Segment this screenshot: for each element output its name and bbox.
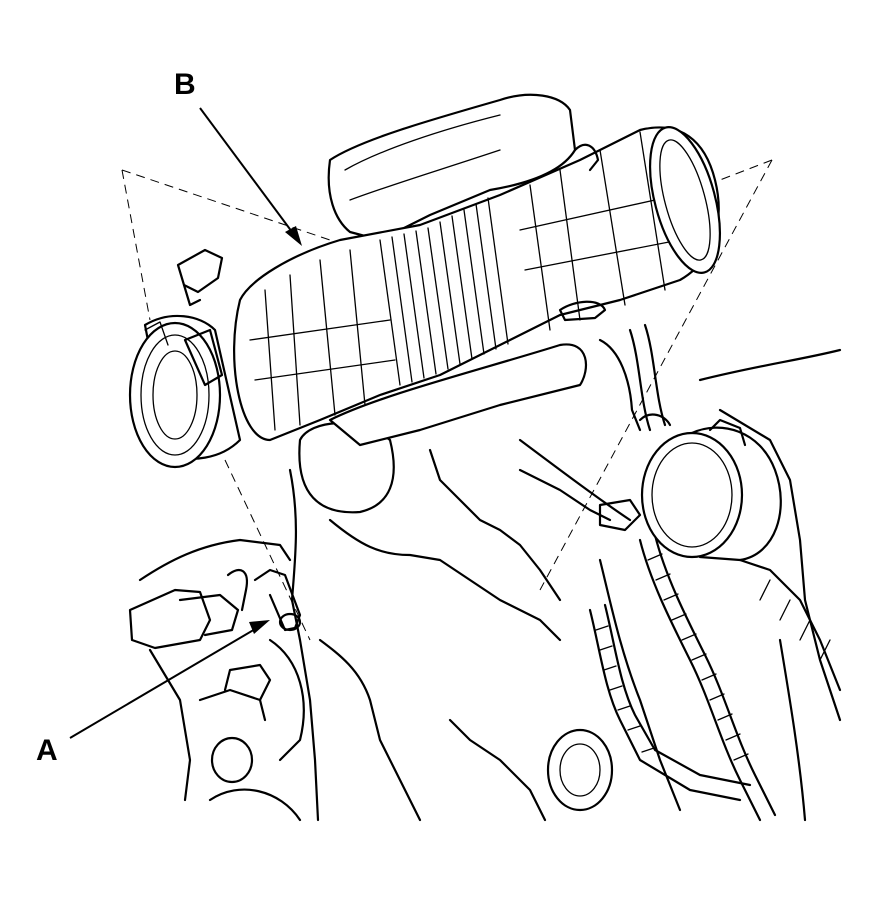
callout-leaders xyxy=(69,107,302,739)
callout-label-a: A xyxy=(36,734,58,767)
throttle-body-ring xyxy=(598,413,782,562)
air-intake-duct xyxy=(128,126,721,514)
sensor-assembly xyxy=(128,538,305,822)
callout-b-leader xyxy=(199,107,299,241)
callout-a-leader xyxy=(69,624,263,739)
callout-a-arrowhead xyxy=(249,620,270,634)
callout-b-arrowhead xyxy=(285,226,302,246)
callout-label-b: B xyxy=(174,68,196,101)
engine-bay-outline xyxy=(288,323,842,822)
